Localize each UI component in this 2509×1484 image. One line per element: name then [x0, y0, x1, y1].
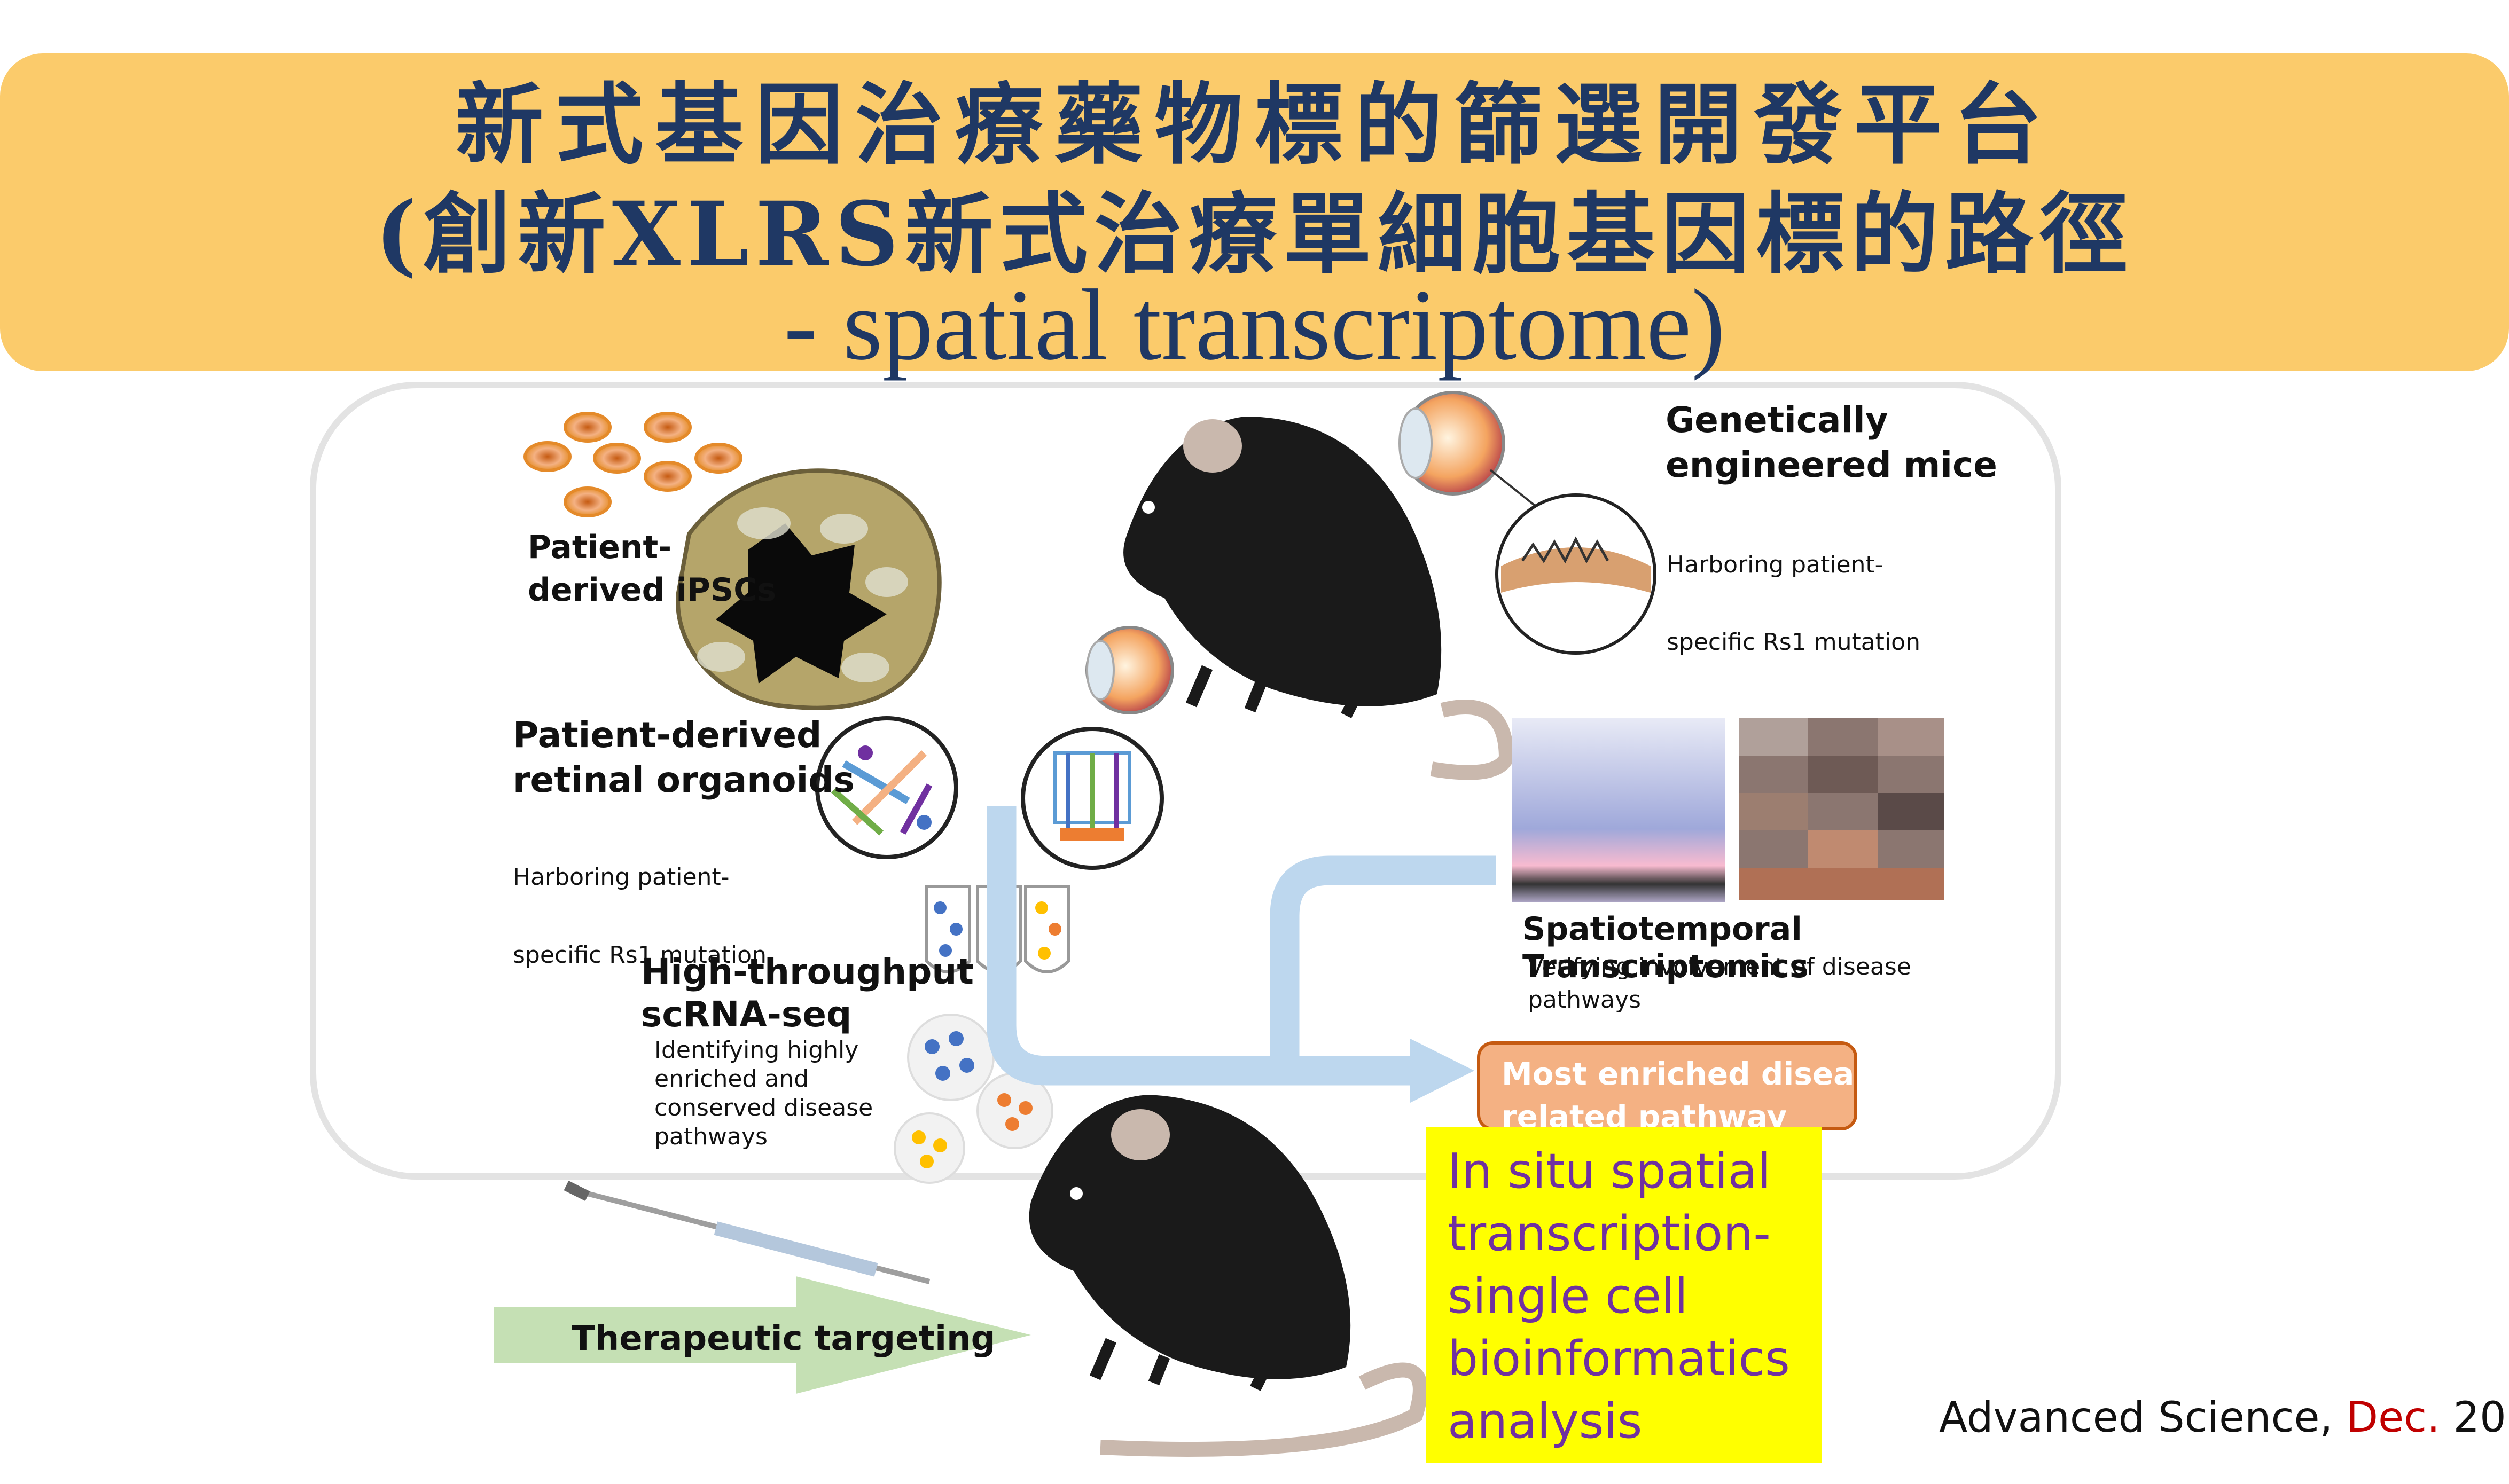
mouse-top: [1123, 417, 1514, 780]
therapeutic-arrow: [494, 1276, 1031, 1394]
flow-arrows: [987, 806, 1496, 1103]
eye-middle: [1085, 626, 1174, 714]
retina-section-circle: [1489, 469, 1656, 655]
title-line-2: (創新XLRS新式治療單細胞基因標的路徑: [374, 182, 2135, 286]
citation-month: Dec.: [2346, 1394, 2440, 1442]
citation-journal: Advanced Science,: [1939, 1394, 2347, 1442]
enriched-pathway-text: Most enriched disease-related pathway: [1502, 1056, 1855, 1130]
eye-top: [1398, 391, 1505, 496]
organoid-image: [676, 468, 942, 710]
title-line-3: - spatial transcriptome): [784, 269, 1725, 381]
mice-sublabel: Harboring patient-specific Rs1 mutation: [1667, 551, 1920, 656]
ipsc-cells: [523, 412, 742, 517]
ipsc-label: Patient-derived iPSCs: [528, 529, 776, 609]
therapeutic-label: Therapeutic targeting: [572, 1319, 996, 1359]
title-banner: [0, 53, 2509, 371]
mouse-bottom: [1029, 1095, 1428, 1457]
citation: Advanced Science, Dec. 2024: [1939, 1394, 2509, 1442]
syringe: [564, 1181, 931, 1284]
spatial-tissue-image: [1512, 718, 1725, 902]
citation-year: 2024: [2453, 1394, 2509, 1442]
spatial-pixel-image: [1739, 718, 1944, 900]
organoid-sublabel: Harboring patient-specific Rs1 mutation: [513, 863, 767, 969]
organoid-cells-circle: [815, 716, 958, 859]
retina-layers-circle: [1021, 727, 1164, 870]
enriched-pathway-box: Most enriched disease-related pathway: [1477, 1041, 1857, 1130]
cell-clusters: [894, 1014, 1053, 1184]
title-line-1: 新式基因治療藥物標的篩選開發平台: [455, 73, 2054, 176]
